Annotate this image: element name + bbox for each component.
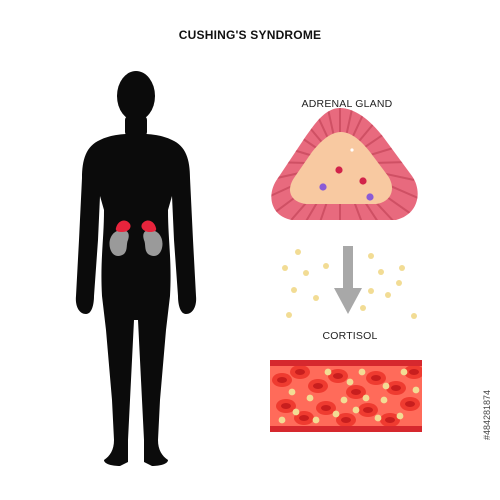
hormone-dot-purple (319, 183, 327, 191)
hormone-dot-cream (350, 148, 354, 152)
adrenal-gland-label: ADRENAL GLAND (301, 98, 393, 110)
right-adrenal-icon (141, 220, 157, 232)
red-blood-cells (272, 366, 422, 426)
hormone-dot-red (335, 166, 343, 174)
right-kidney-icon (143, 230, 163, 256)
blood-vessel (270, 360, 422, 432)
stock-id-wrapper: #484281874 (482, 310, 496, 440)
cortisol-particles (282, 249, 417, 319)
cortisol-label: CORTISOL (322, 330, 378, 342)
left-adrenal-icon (115, 220, 131, 232)
stock-id-text: #484281874 (482, 389, 492, 440)
hormone-dot-purple (366, 193, 374, 201)
hormone-dot-red (359, 177, 367, 185)
adrenal-gland-illustration (271, 108, 418, 220)
down-arrow-icon (334, 246, 362, 314)
cortisol-in-blood (278, 368, 420, 424)
kidneys (109, 220, 163, 256)
diagram-title: CUSHING'S SYNDROME (178, 28, 322, 42)
human-silhouette (75, 71, 197, 466)
left-kidney-icon (109, 230, 129, 256)
